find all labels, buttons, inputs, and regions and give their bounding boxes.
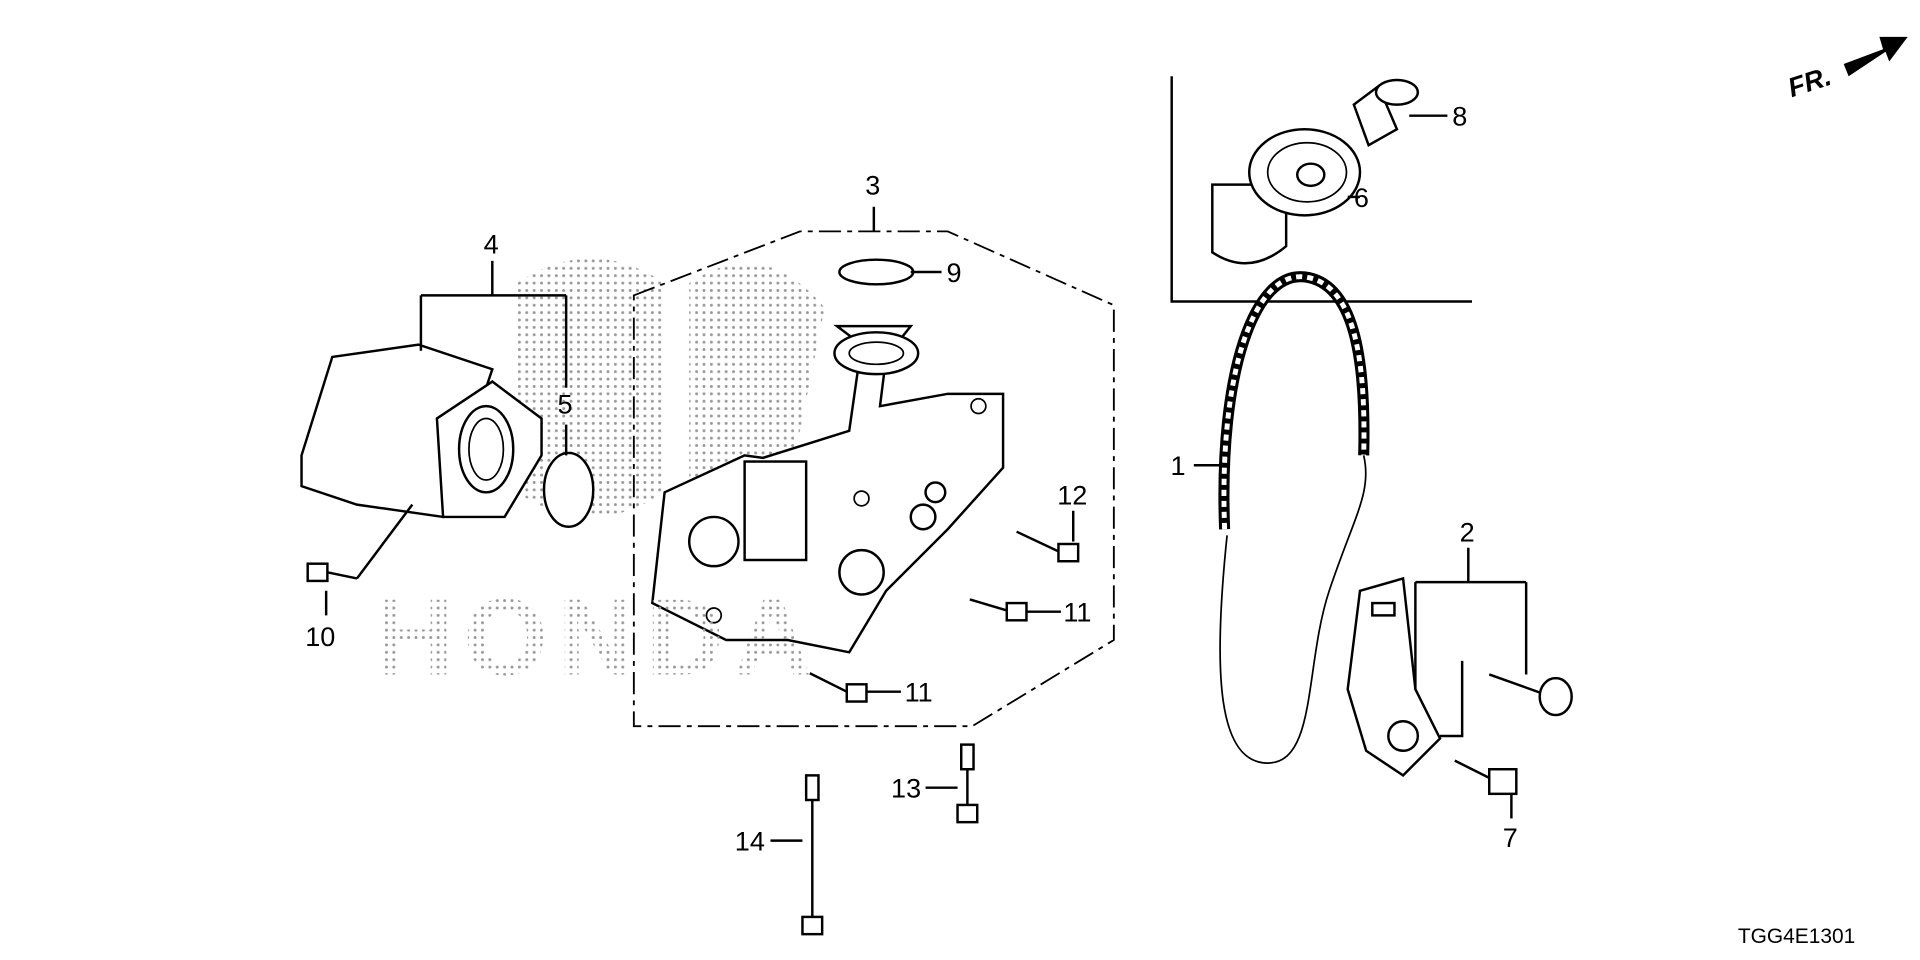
bolt-7 bbox=[1454, 759, 1518, 796]
callout-9: 9 bbox=[946, 257, 961, 288]
callout-3: 3 bbox=[865, 169, 880, 200]
leader-lines bbox=[324, 114, 1528, 842]
bolt-12 bbox=[1016, 530, 1080, 563]
callout-1: 1 bbox=[1170, 450, 1185, 481]
front-direction-arrow: FR. bbox=[1784, 36, 1908, 103]
callout-4: 4 bbox=[484, 229, 499, 260]
callout-6: 6 bbox=[1354, 182, 1369, 213]
callout-2: 2 bbox=[1460, 517, 1475, 548]
oil-pump-chain bbox=[1218, 271, 1370, 764]
honda-logo-watermark bbox=[516, 258, 825, 517]
oil-filter-box bbox=[1170, 76, 1472, 303]
oil-strainer bbox=[300, 343, 543, 519]
callout-8: 8 bbox=[1452, 101, 1467, 132]
bolt-2 bbox=[1488, 673, 1573, 717]
o-ring-9 bbox=[838, 258, 915, 286]
chain-tensioner bbox=[1346, 576, 1442, 777]
oil-filter bbox=[1211, 128, 1362, 265]
strainer-seal-5 bbox=[542, 451, 595, 528]
honda-watermark: HONDA bbox=[375, 576, 821, 697]
bolt-14 bbox=[801, 774, 824, 936]
bolt-10 bbox=[306, 562, 358, 583]
callout-12: 12 bbox=[1057, 480, 1087, 511]
direction-label: FR. bbox=[1784, 60, 1835, 103]
callout-11b: 11 bbox=[905, 677, 933, 708]
oil-filter-nipple bbox=[1352, 78, 1420, 148]
callout-13: 13 bbox=[891, 773, 921, 804]
callout-labels: 1 2 3 4 5 6 7 8 9 10 11 11 12 13 14 bbox=[305, 101, 1518, 857]
arrow-icon bbox=[1843, 36, 1908, 77]
callout-7: 7 bbox=[1503, 822, 1518, 853]
bolts bbox=[306, 530, 1573, 936]
callout-14: 14 bbox=[735, 825, 765, 856]
diagram-code: TGG4E1301 bbox=[1738, 925, 1855, 948]
callout-11a: 11 bbox=[1063, 597, 1091, 628]
callout-5: 5 bbox=[558, 389, 573, 420]
oil-pump bbox=[650, 324, 1005, 654]
callout-10: 10 bbox=[305, 621, 335, 652]
bolt-11a bbox=[969, 598, 1028, 622]
bolt-13 bbox=[956, 743, 979, 824]
oil-pump-assembly-outline bbox=[632, 230, 1115, 728]
